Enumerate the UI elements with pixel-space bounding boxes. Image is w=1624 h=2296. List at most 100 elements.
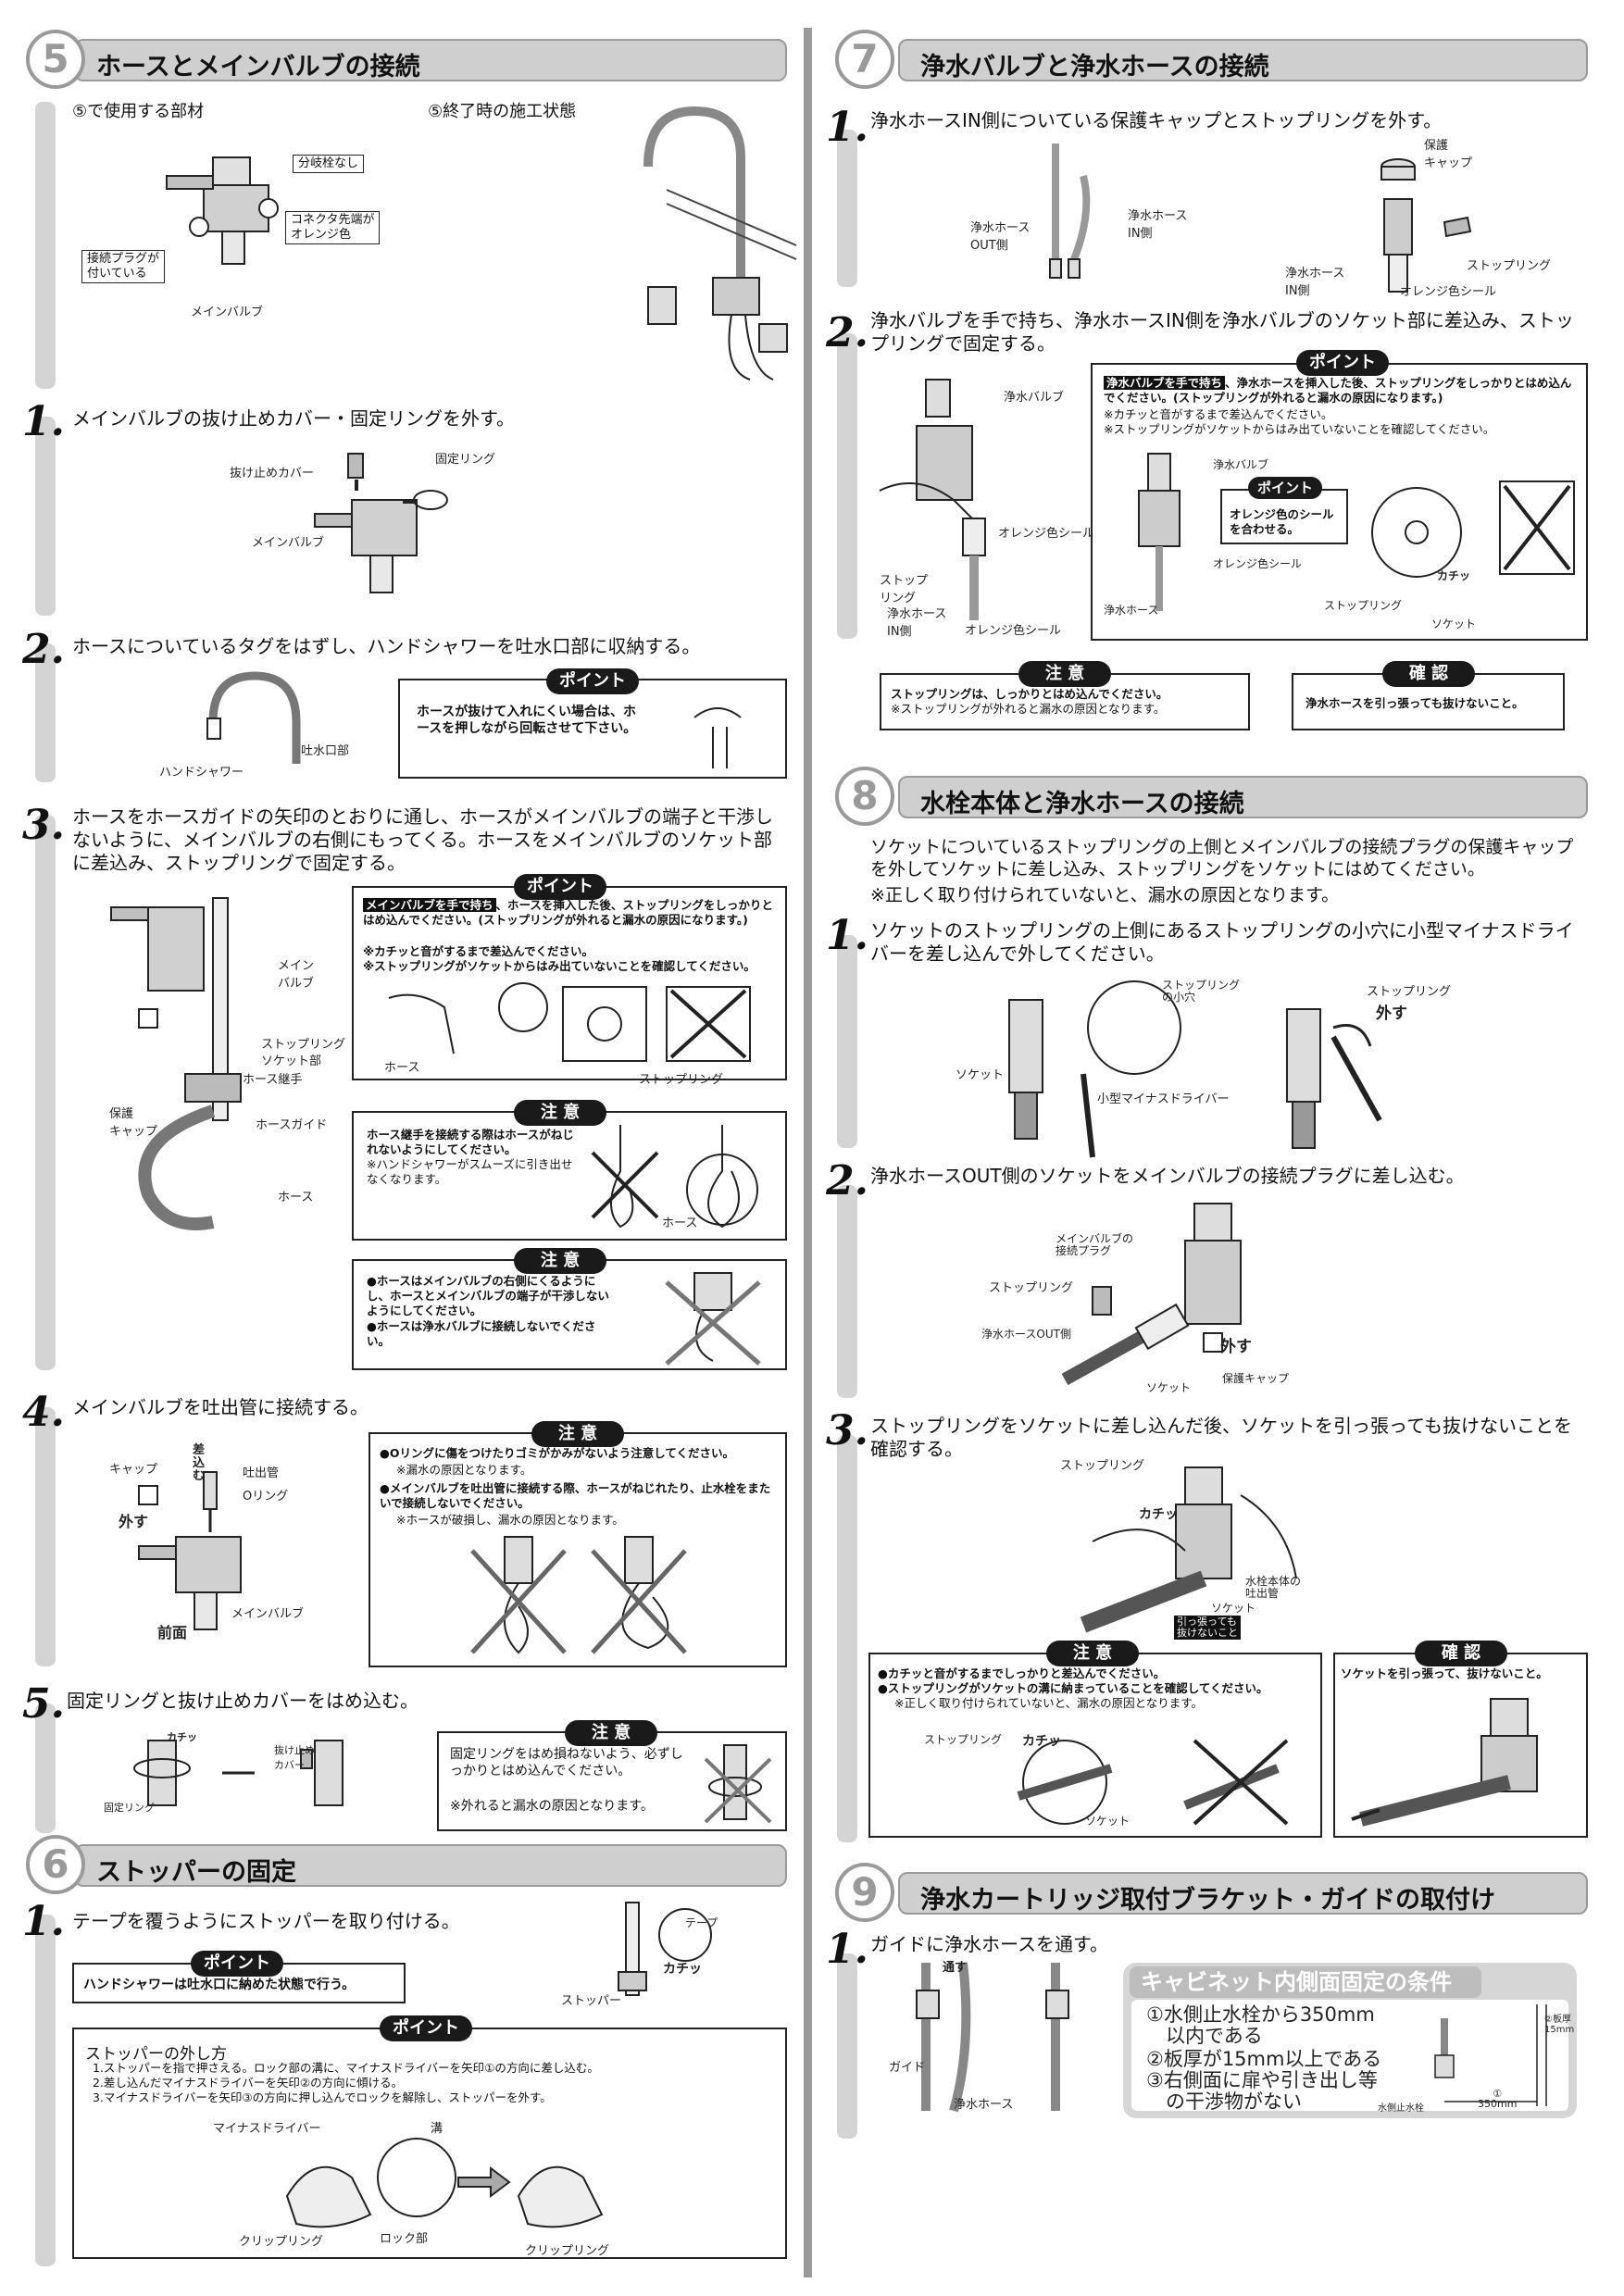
caution-label-5-3-a: 注 意 xyxy=(514,1100,606,1126)
label-click-7: カチッ xyxy=(1437,569,1471,582)
step-8-3-bar xyxy=(837,1435,857,1842)
step-5-4-bar xyxy=(35,1407,56,1666)
label-pull-8-3: 引っ張っても 抜けないこと xyxy=(1174,1616,1241,1640)
label-purify-valve-2: 浄水バルブ xyxy=(1213,458,1269,471)
label-hose-point: ホース xyxy=(384,1061,420,1075)
step-8-1-bar xyxy=(837,935,857,1148)
step-5-2-text: ホースについているタグをはずし、ハンドシャワーを吐水口部に収納する。 xyxy=(72,635,701,657)
section-9-title: 浄水カートリッジ取付ブラケット・ガイドの取付け xyxy=(920,1886,1495,1915)
point-note2-7-2: ※ストップリングがソケットからはみ出ていないことを確認してください。 xyxy=(1104,422,1495,436)
point-note2-5-3: ※ストップリングがソケットからはみ出ていないことを確認してください。 xyxy=(363,959,756,973)
label-orange-seal-c: オレンジ色シール xyxy=(1213,557,1303,570)
section-8-intro: ソケットについているストップリングの上側とメインバルブの接続プラグの保護キャップ… xyxy=(870,837,1574,880)
caution-n1-5-4: ※漏水の原因となります。 xyxy=(396,1463,532,1477)
main-valve-parts-illustration xyxy=(166,156,279,265)
label-front-4: 前面 xyxy=(157,1624,188,1641)
label-tape: テープ xyxy=(685,1916,718,1929)
caution-b2-5-4: ●メインバルブを吐出管に接続する際、ホースがねじれたり、止水栓をまたいで接続しな… xyxy=(380,1481,771,1510)
label-stopring-point: ストップリング xyxy=(639,1073,724,1087)
label-main-valve: メインバルブ xyxy=(191,306,264,319)
done-caption: ⑤終了時の施工状態 xyxy=(428,102,577,121)
label-purify-valve: 浄水バルブ xyxy=(1004,391,1065,405)
label-out-side: 浄水ホース OUT側 xyxy=(970,221,1031,253)
label-stopring-7: ストップリング xyxy=(1467,259,1552,273)
label-socket-8-2: ソケット xyxy=(1146,1381,1192,1394)
push-rotate-illustration xyxy=(693,707,742,768)
label-plug: 接続プラグが 付いている xyxy=(81,250,166,283)
step-7-1-bar xyxy=(837,130,857,287)
label-click-8-3: カチッ xyxy=(1139,1507,1178,1522)
label-socket-3: ソケット部 xyxy=(261,1054,322,1068)
caution-label-5-5: 注 意 xyxy=(565,1720,657,1746)
label-valve-step1: メインバルブ xyxy=(252,536,325,550)
label-click-6: カチッ xyxy=(663,1962,702,1977)
cabinet-diagram-illustration xyxy=(1434,2004,1547,2106)
label-stopring-a: ストップ リング xyxy=(880,574,929,605)
step-8-3-text: ストップリングをソケットに差し込んだ後、ソケットを引っ張っても抜けないことを確認… xyxy=(870,1415,1572,1460)
step-7-2-bar xyxy=(837,333,857,639)
caution-label-8-3: 注 意 xyxy=(1046,1641,1139,1666)
step-8-3-number: 3. xyxy=(826,1407,868,1454)
section-9-header: 浄水カートリッジ取付ブラケット・ガイドの取付け xyxy=(898,1872,1588,1915)
label-stopper: ストッパー xyxy=(561,1994,622,2008)
step-6-1-number: 1. xyxy=(22,1898,65,1945)
step-9-1-text: ガイドに浄水ホースを通す。 xyxy=(870,1933,1108,1955)
step-5-5-bar xyxy=(35,1703,56,1833)
stopper-remove-illustration xyxy=(285,2138,604,2228)
label-orange-seal-7: オレンジ色シール xyxy=(1400,285,1497,299)
pipe-caution-illustration xyxy=(470,1536,687,1654)
caution-note-5-5: ※外れると漏水の原因となります。 xyxy=(450,1799,654,1814)
label-ring-5: 固定リング xyxy=(104,1802,155,1814)
caution-label-5-3-b: 注 意 xyxy=(514,1248,606,1274)
label-pipe-8-3: 水栓本体の 吐出管 xyxy=(1245,1575,1302,1600)
label-stopcock: 水側止水栓 xyxy=(1378,2103,1424,2114)
inner-point-label: ポイント xyxy=(1248,477,1322,499)
label-hose-in-a: 浄水ホース IN側 xyxy=(887,607,947,639)
stopring-check-illustration xyxy=(388,982,751,1062)
label-through: 通す xyxy=(943,1961,968,1975)
section-5-header: ホースとメインバルブの接続 xyxy=(74,39,787,81)
label-oring-4: Oリング xyxy=(243,1490,289,1504)
label-stopring-8-1: ストップリング xyxy=(1367,985,1452,999)
label-connect-plug: メインバルブの 接続プラグ xyxy=(1056,1232,1134,1257)
step-5-1-number: 1. xyxy=(22,398,65,445)
guide-hose-illustration xyxy=(916,1962,1069,2113)
faucet-installed-illustration xyxy=(643,106,797,381)
point-label-6-1: ポイント xyxy=(191,1951,283,1977)
label-main-valve-3: メイン バルブ xyxy=(278,959,315,991)
point-label-7-2: ポイント xyxy=(1296,350,1389,376)
caution-label-5-4: 注 意 xyxy=(531,1421,624,1447)
section-9-number: 9 xyxy=(835,1863,894,1922)
step-8-2-bar xyxy=(837,1185,857,1398)
label-orange-tip: コネクタ先端が オレンジ色 xyxy=(285,211,381,244)
orange-seal-align-illustration xyxy=(1138,453,1575,611)
section-6-header: ストッパーの固定 xyxy=(74,1844,787,1887)
pull-socket-illustration xyxy=(1351,1698,1538,1827)
label-hand-shower: ハンドシャワー xyxy=(159,766,244,780)
step-8-1-text: ソケットのストップリングの上側にあるストップリングの小穴に小型マイナスドライバー… xyxy=(870,919,1574,965)
pull-check-illustration xyxy=(1080,1466,1297,1633)
caution-b2-8-3: ●ストップリングがソケットの溝に納まっていることを確認してください。 xyxy=(878,1681,1268,1695)
section-8-number: 8 xyxy=(835,767,894,826)
label-remove-8-2: 外す xyxy=(1220,1338,1252,1356)
label-stopring-b: ストップリング xyxy=(1324,599,1403,612)
fit-ring-cover-illustration xyxy=(133,1740,344,1806)
label-small-hole: ストップリング の小穴 xyxy=(1162,979,1241,1004)
label-remove-8-1: 外す xyxy=(1376,1004,1407,1023)
caution-b1-8-3: ●カチッと音がするまでしっかりと差込んでください。 xyxy=(878,1666,1166,1680)
caution-note-5-3-a: ※ハンドシャワーがスムーズに引き出せなくなります。 xyxy=(367,1157,573,1186)
section-8-intro-note: ※正しく取り付けられていないと、漏水の原因となります。 xyxy=(870,885,1340,905)
section-5-title: ホースとメインバルブの接続 xyxy=(96,53,420,81)
point2-line3: 3.マイナスドライバーを矢印③の方向に押し込んでロックを解除し、ストッパーを外す… xyxy=(93,2090,552,2104)
caution-b1-5-4: ●Oリングに傷をつけたりゴミがかみがないよう注意してください。 xyxy=(380,1446,735,1460)
label-protect-cap: 保護 キャップ xyxy=(109,1107,158,1139)
point-box-6-2 xyxy=(72,2028,787,2259)
label-hose-guide: ホースガイド xyxy=(256,1118,328,1132)
caution-b1-5-3-b: ●ホースはメインバルブの右側にくるようにし、ホースとメインバルブの端子が干渉しな… xyxy=(367,1274,609,1317)
label-purify-hose-9: 浄水ホース xyxy=(954,2098,1014,2112)
point-box-step-5-2 xyxy=(398,679,787,779)
step-8-2-number: 2. xyxy=(826,1157,868,1204)
label-hose-joint: ホース継手 xyxy=(243,1073,303,1087)
point-label-5-3: ポイント xyxy=(514,874,606,900)
step-5-3-text: ホースをホースガイドの矢印のとおりに通し、ホースがメインバルブの端子と干渉しない… xyxy=(72,805,773,874)
